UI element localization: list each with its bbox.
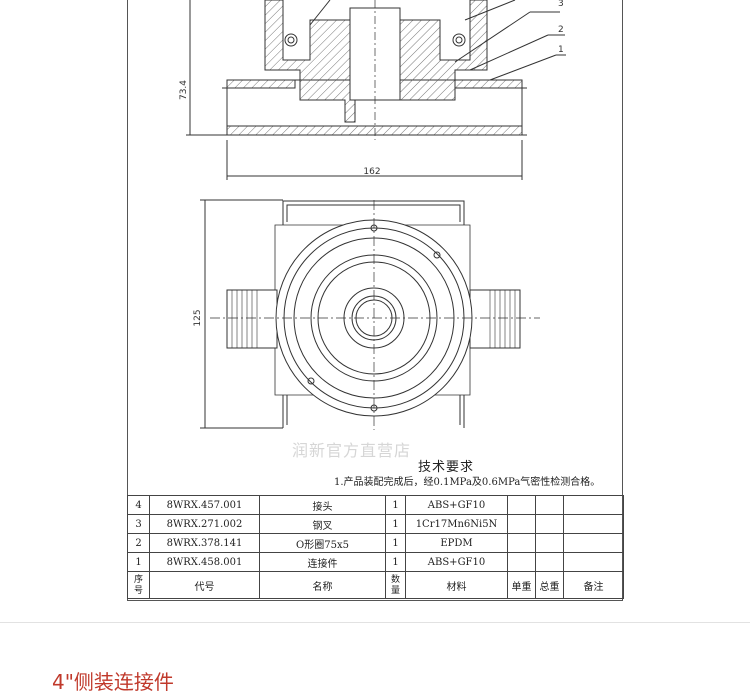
balloon-2: 2 [558,25,564,35]
cell-name: 接头 [259,495,386,515]
cell-material: ABS+GF10 [405,495,508,515]
balloon-3: 3 [558,0,564,9]
cell-no: 3 [127,514,150,534]
cell-remark [563,495,624,515]
balloon-1: 1 [558,45,564,55]
header-remark: 备注 [563,571,624,599]
cell-no: 4 [127,495,150,515]
cell-remark [563,533,624,553]
cell-material: 1Cr17Mn6Ni5N [405,514,508,534]
cell-name: O形圈75x5 [259,533,386,553]
cell-total-weight [535,552,564,572]
cell-name: 钢叉 [259,514,386,534]
header-no: 序号 [127,571,150,599]
cell-unit-weight [507,552,536,572]
cell-material: ABS+GF10 [405,552,508,572]
cell-code: 8WRX.458.001 [149,552,260,572]
tech-requirements-title: 技术要求 [418,460,475,475]
section-divider [0,622,750,623]
cell-material: EPDM [405,533,508,553]
table-row: 1 8WRX.458.001 连接件 1 ABS+GF10 [127,552,624,572]
bill-of-materials: 4 8WRX.457.001 接头 1 ABS+GF10 3 8WRX.271.… [127,495,624,599]
cell-no: 1 [127,552,150,572]
table-row: 2 8WRX.378.141 O形圈75x5 1 EPDM [127,533,624,553]
cell-code: 8WRX.378.141 [149,533,260,553]
cell-name: 连接件 [259,552,386,572]
header-name: 名称 [259,571,386,599]
tech-requirements-note: 1.产品装配完成后，经0.1MPa及0.6MPa气密性检测合格。 [334,477,601,488]
dim-side-label: 125 [193,309,203,326]
section-view [186,0,566,180]
cell-qty: 1 [385,495,406,515]
section-heading: 4"侧装连接件 [52,670,174,694]
header-code: 代号 [149,571,260,599]
cell-unit-weight [507,514,536,534]
header-unit-weight: 单重 [507,571,536,599]
table-row: 4 8WRX.457.001 接头 1 ABS+GF10 [127,495,624,515]
cell-qty: 1 [385,514,406,534]
header-no-line2: 号 [133,586,143,596]
header-qty-line1: 数 [390,575,400,585]
plan-view [200,199,540,430]
header-total-weight: 总重 [535,571,564,599]
cell-qty: 1 [385,533,406,553]
cell-total-weight [535,533,564,553]
cell-code: 8WRX.457.001 [149,495,260,515]
dim-width-label: 162 [363,167,380,177]
header-material: 材料 [405,571,508,599]
dim-height-label: 73.4 [179,80,189,100]
cell-unit-weight [507,495,536,515]
cell-code: 8WRX.271.002 [149,514,260,534]
header-no-line1: 序 [133,575,143,585]
cell-remark [563,514,624,534]
drawing-frame [127,0,623,601]
table-header-row: 序号 代号 名称 数量 材料 单重 总重 备注 [127,571,624,599]
cell-total-weight [535,514,564,534]
cell-qty: 1 [385,552,406,572]
header-qty: 数量 [385,571,406,599]
watermark-text: 润新官方直营店 [292,441,412,460]
cell-total-weight [535,495,564,515]
cell-no: 2 [127,533,150,553]
cell-unit-weight [507,533,536,553]
header-qty-line2: 量 [390,586,400,596]
cell-remark [563,552,624,572]
table-row: 3 8WRX.271.002 钢叉 1 1Cr17Mn6Ni5N [127,514,624,534]
